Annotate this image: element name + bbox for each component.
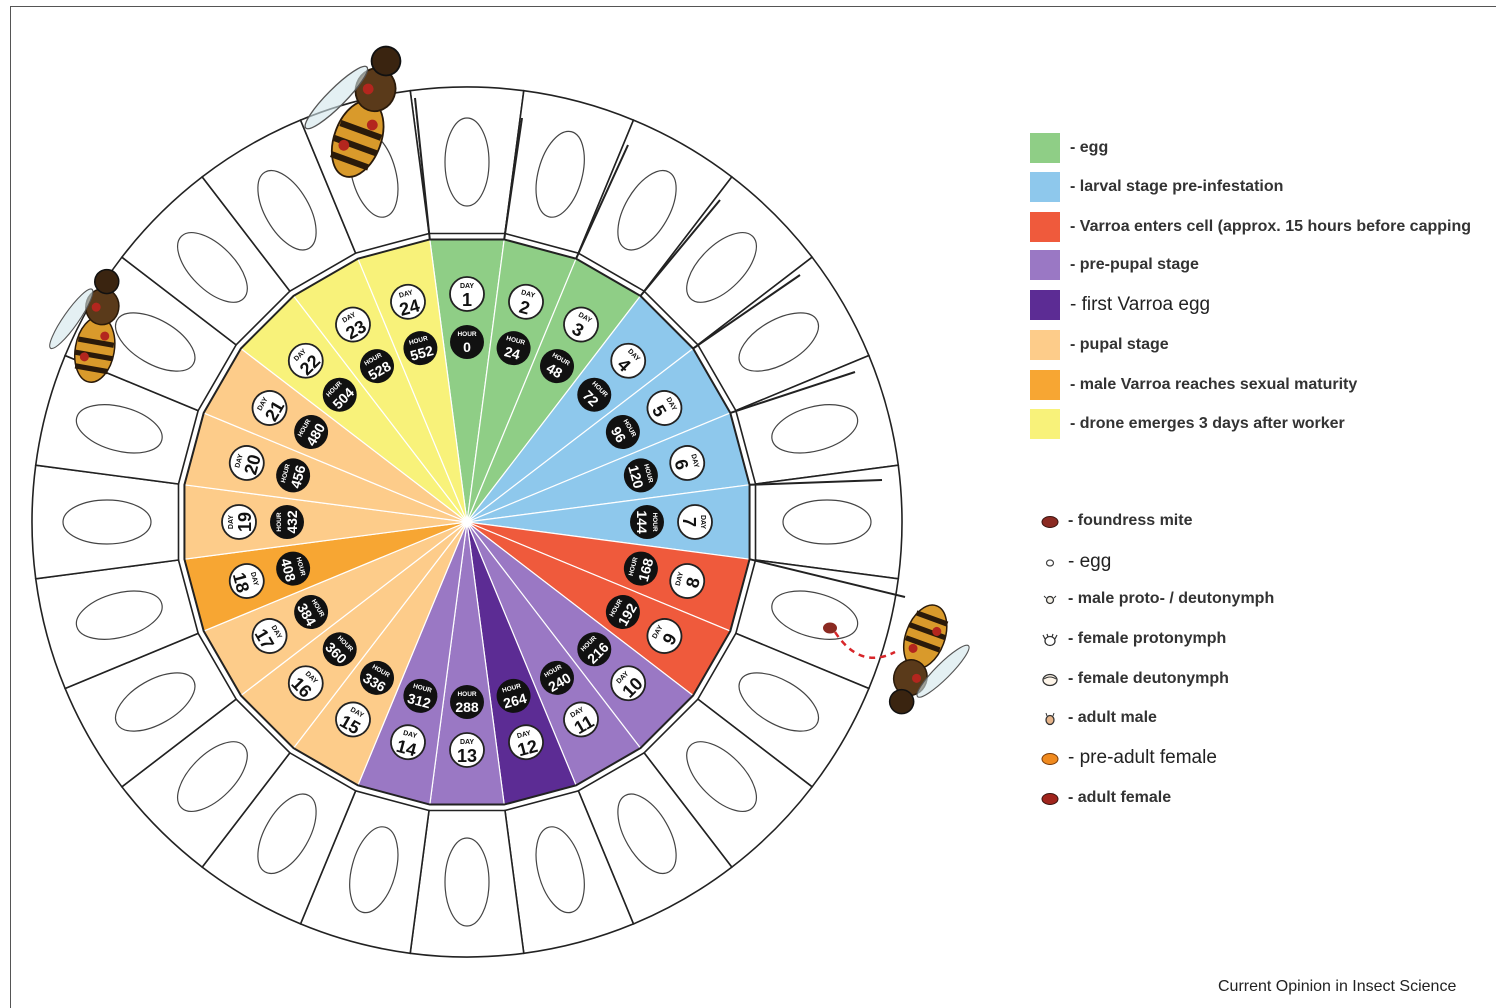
day-number: 19	[235, 512, 255, 532]
nurse-bee-right	[879, 599, 984, 730]
legend-swatch	[1030, 370, 1060, 400]
legend-label: - male Varroa reaches sexual maturity	[1070, 376, 1357, 394]
day-badge: DAY13	[450, 733, 484, 767]
mite-legend-label: - egg	[1068, 551, 1111, 573]
pre-adult-female-icon	[1040, 748, 1060, 768]
adult-male-icon	[1040, 708, 1060, 728]
legend-item-male-mature: - male Varroa reaches sexual maturity	[1030, 370, 1357, 400]
mite-legend-item: - foundress mite	[1040, 509, 1192, 533]
female-protonymph-icon	[1040, 629, 1060, 649]
journal-credit: Current Opinion in Insect Science	[1218, 978, 1456, 996]
legend-label: - larval stage pre-infestation	[1070, 178, 1283, 196]
mite-legend-label: - pre-adult female	[1068, 747, 1217, 769]
hour-badge-label: HOUR	[276, 512, 283, 531]
legend-swatch	[1030, 290, 1060, 320]
day-number: 13	[457, 746, 477, 766]
day-number: 7	[679, 517, 699, 527]
mite-legend-label: - male proto- / deutonymph	[1068, 590, 1274, 608]
day-wedges	[184, 239, 749, 804]
adult-female-icon	[1040, 788, 1060, 808]
legend-swatch	[1030, 133, 1060, 163]
day-badge-label: DAY	[699, 515, 706, 529]
hour-badge-label: HOUR	[651, 512, 658, 531]
legend-label: - drone emerges 3 days after worker	[1070, 415, 1345, 433]
legend-item-egg: - egg	[1030, 133, 1108, 163]
legend-label: - pupal stage	[1070, 336, 1169, 354]
hour-badge: HOUR432	[270, 505, 304, 539]
legend-swatch	[1030, 250, 1060, 280]
legend-item-varroa-enters: - Varroa enters cell (approx. 15 hours b…	[1030, 212, 1471, 242]
hour-badge: HOUR144	[630, 505, 664, 539]
legend-label: - egg	[1070, 139, 1108, 157]
legend-swatch	[1030, 409, 1060, 439]
day-badge-label: DAY	[460, 739, 474, 746]
legend-item-prepupal: - pre-pupal stage	[1030, 250, 1199, 280]
foundress-mite	[823, 623, 837, 634]
legend-label: - first Varroa egg	[1070, 294, 1210, 316]
hour-number: 288	[455, 699, 479, 715]
brood-cell	[410, 811, 524, 957]
hour-badge-label: HOUR	[457, 691, 476, 698]
mite-legend-item: - egg	[1040, 550, 1111, 574]
legend-item-first-egg: - first Varroa egg	[1030, 290, 1210, 320]
female-deutonymph-icon	[1040, 669, 1060, 689]
day-number: 1	[462, 290, 472, 310]
legend-item-drone-emerges: - drone emerges 3 days after worker	[1030, 409, 1345, 439]
mite-legend-item: - pre-adult female	[1040, 746, 1217, 770]
brood-cell	[32, 465, 178, 579]
male-protonymph-icon	[1040, 589, 1060, 609]
legend-label: - Varroa enters cell (approx. 15 hours b…	[1070, 218, 1471, 236]
mite-legend-item: - female deutonymph	[1040, 667, 1229, 691]
day-badge-label: DAY	[460, 283, 474, 290]
mite-legend-item: - female protonymph	[1040, 627, 1226, 651]
mite-legend-item: - adult female	[1040, 786, 1171, 810]
foundress-mite-icon	[1040, 511, 1060, 531]
legend-label: - pre-pupal stage	[1070, 256, 1199, 274]
mite-legend-item: - male proto- / deutonymph	[1040, 587, 1274, 611]
legend-swatch	[1030, 330, 1060, 360]
mite-legend-label: - foundress mite	[1068, 512, 1192, 530]
mite-egg-icon	[1040, 552, 1060, 572]
legend-swatch	[1030, 172, 1060, 202]
legend-item-larval: - larval stage pre-infestation	[1030, 172, 1283, 202]
hour-badge-label: HOUR	[457, 331, 476, 338]
legend-item-pupal: - pupal stage	[1030, 330, 1169, 360]
hour-number: 144	[634, 510, 650, 534]
brood-development-wheel: DAY1HOUR0DAY2HOUR24DAY3HOUR48DAY4HOUR72D…	[0, 0, 1000, 1008]
hour-badge: HOUR288	[450, 685, 484, 719]
mite-legend-item: - adult male	[1040, 706, 1157, 730]
mite-legend-label: - female protonymph	[1068, 630, 1226, 648]
day-badge-label: DAY	[228, 515, 235, 529]
mite-legend-label: - female deutonymph	[1068, 670, 1229, 688]
mite-legend-label: - adult female	[1068, 789, 1171, 807]
legend-swatch	[1030, 212, 1060, 242]
hour-number: 432	[284, 510, 300, 534]
hour-number: 0	[463, 339, 471, 355]
mite-legend-label: - adult male	[1068, 709, 1157, 727]
